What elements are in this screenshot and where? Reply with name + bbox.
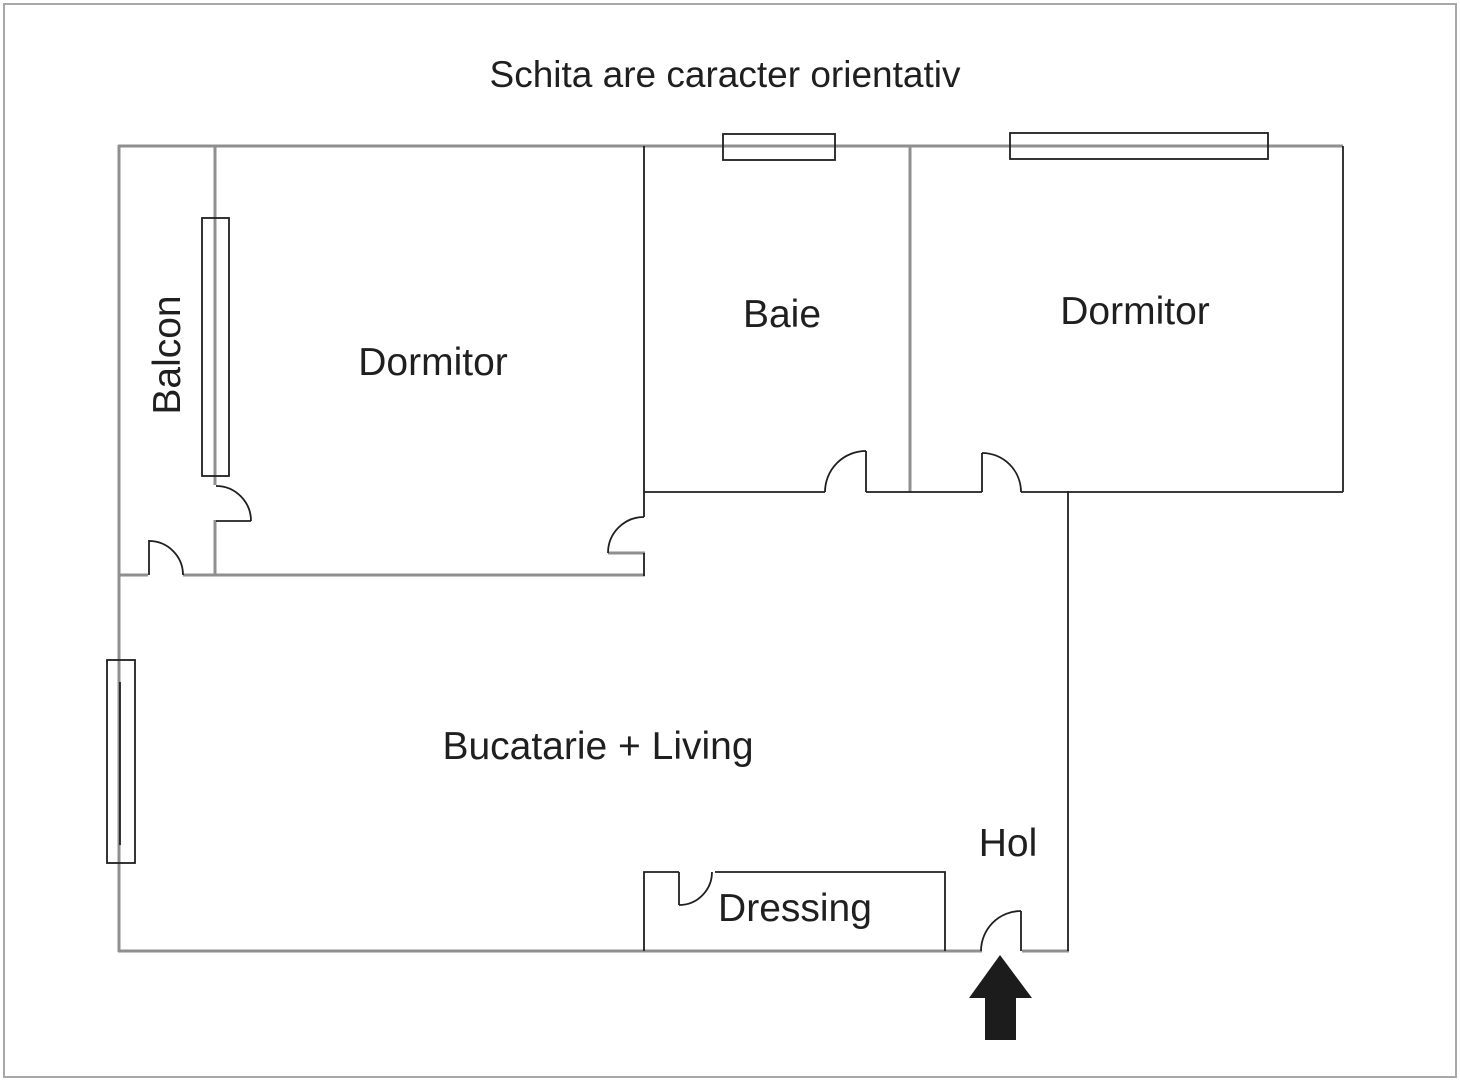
room-label-balcon: Balcon (146, 295, 189, 414)
dormitor-right-door-arc (981, 452, 1022, 493)
page-title: Schita are caracter orientativ (490, 54, 961, 95)
room-label-baie: Baie (743, 293, 821, 336)
window-dormitor-right (1009, 132, 1269, 160)
balcon-living-door-arc (148, 540, 184, 576)
window-baie (722, 133, 836, 161)
balcon-dormitor-door-arc (215, 485, 252, 522)
room-labels: Balcon Dormitor Baie Dormitor Bucatarie … (146, 290, 1210, 930)
room-label-dormitor-left: Dormitor (358, 341, 508, 384)
dormitor-left-door-arc (607, 516, 645, 554)
window-living-left (106, 659, 136, 864)
room-label-hol: Hol (979, 822, 1038, 865)
dressing-walls (643, 871, 946, 951)
room-label-bucatarie-living: Bucatarie + Living (442, 725, 753, 768)
entrance-door-arc (980, 910, 1022, 952)
room-label-dormitor-right: Dormitor (1060, 290, 1210, 333)
dressing-door-arc (678, 871, 713, 906)
entrance-arrow-icon (969, 955, 1032, 1040)
page-border (3, 3, 1457, 1078)
room-label-dressing: Dressing (718, 887, 872, 930)
baie-door-arc (824, 450, 867, 493)
dark-lines (106, 132, 1344, 952)
window-balcon (201, 217, 230, 477)
gray-walls (117, 144, 1343, 953)
